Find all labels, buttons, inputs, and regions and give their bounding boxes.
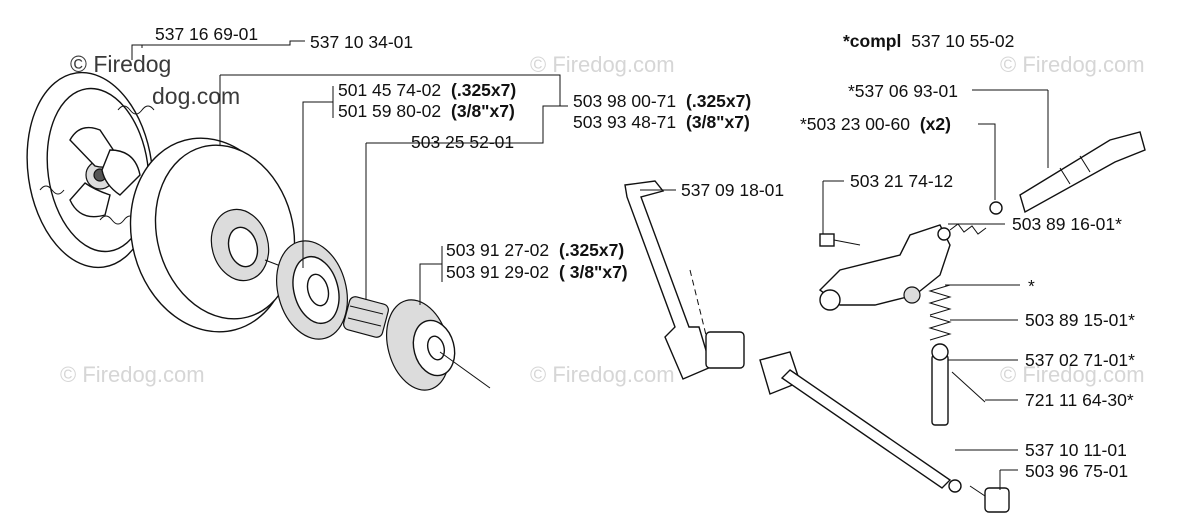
watermark-bottom-center: © Firedog.com (530, 362, 675, 387)
label-drum-kit-a-spec: (.325x7) (686, 91, 751, 111)
watermark-bottom-left: © Firedog.com (60, 362, 205, 387)
label-spring-mid: 503 89 15-01* (1025, 310, 1135, 330)
label-spur-a: 503 91 27-02 (.325x7) (446, 240, 624, 260)
watermark-top-right: © Firedog.com (1000, 52, 1145, 77)
label-end-cap: 503 96 75-01 (1025, 461, 1128, 481)
label-compl-number: 537 10 55-02 (911, 31, 1014, 51)
brake-assembly-drawing (624, 131, 1146, 513)
leader-lines (131, 40, 1049, 490)
label-complete-assembly: *compl 537 10 55-02 (843, 31, 1014, 51)
label-spur-b-number: 503 91 29-02 (446, 262, 549, 282)
label-spring-top: 503 89 16-01* (1012, 214, 1122, 234)
label-cable: 537 10 11-01 (1025, 440, 1127, 460)
label-asterisk-part: * (1028, 276, 1035, 296)
label-rim-b-number: 501 59 80-02 (338, 101, 441, 121)
label-spur-b-spec: ( 3/8"x7) (559, 262, 628, 282)
label-spur-a-number: 503 91 27-02 (446, 240, 549, 260)
label-clutch-drum: 537 10 34-01 (310, 32, 413, 52)
label-washer-number: *503 23 00-60 (800, 114, 910, 134)
label-compl-prefix: *compl (843, 31, 901, 51)
label-shaft: *537 06 93-01 (848, 81, 958, 101)
label-rim-b-spec: (3/8"x7) (451, 101, 515, 121)
watermark-dark-suffix: dog.com (152, 83, 240, 109)
label-rim-a-number: 501 45 74-02 (338, 80, 441, 100)
label-drum-kit-b: 503 93 48-71 (3/8"x7) (573, 112, 750, 132)
label-drum-kit-a: 503 98 00-71 (.325x7) (573, 91, 751, 111)
watermark-top-center: © Firedog.com (530, 52, 675, 77)
label-drum-kit-b-spec: (3/8"x7) (686, 112, 750, 132)
label-plunger: 537 02 71-01* (1025, 350, 1135, 370)
label-rim-b: 501 59 80-02 (3/8"x7) (338, 101, 515, 121)
label-needle-bearing: 503 25 52-01 (411, 132, 514, 152)
label-washer: *503 23 00-60 (x2) (800, 114, 951, 134)
label-brake-lever: 537 09 18-01 (681, 180, 784, 200)
label-screw: 503 21 74-12 (850, 171, 953, 191)
label-drum-kit-b-number: 503 93 48-71 (573, 112, 676, 132)
label-spur-b: 503 91 29-02 ( 3/8"x7) (446, 262, 628, 282)
label-rim-a-spec: (.325x7) (451, 80, 516, 100)
label-rim-a: 501 45 74-02 (.325x7) (338, 80, 516, 100)
label-washer-qty: (x2) (920, 114, 951, 134)
label-spur-a-spec: (.325x7) (559, 240, 624, 260)
label-pin: 721 11 64-30* (1025, 390, 1134, 410)
part-labels: 537 16 69-01 537 10 34-01 501 45 74-02 (… (155, 24, 1135, 481)
watermarks: © Firedog.com © Firedog.com © Firedog.co… (60, 51, 1145, 387)
label-drum-kit-a-number: 503 98 00-71 (573, 91, 676, 111)
watermark-bottom-right: © Firedog.com (1000, 362, 1145, 387)
label-clutch-assembly: 537 16 69-01 (155, 24, 258, 44)
clutch-assembly-drawing (26, 71, 491, 391)
